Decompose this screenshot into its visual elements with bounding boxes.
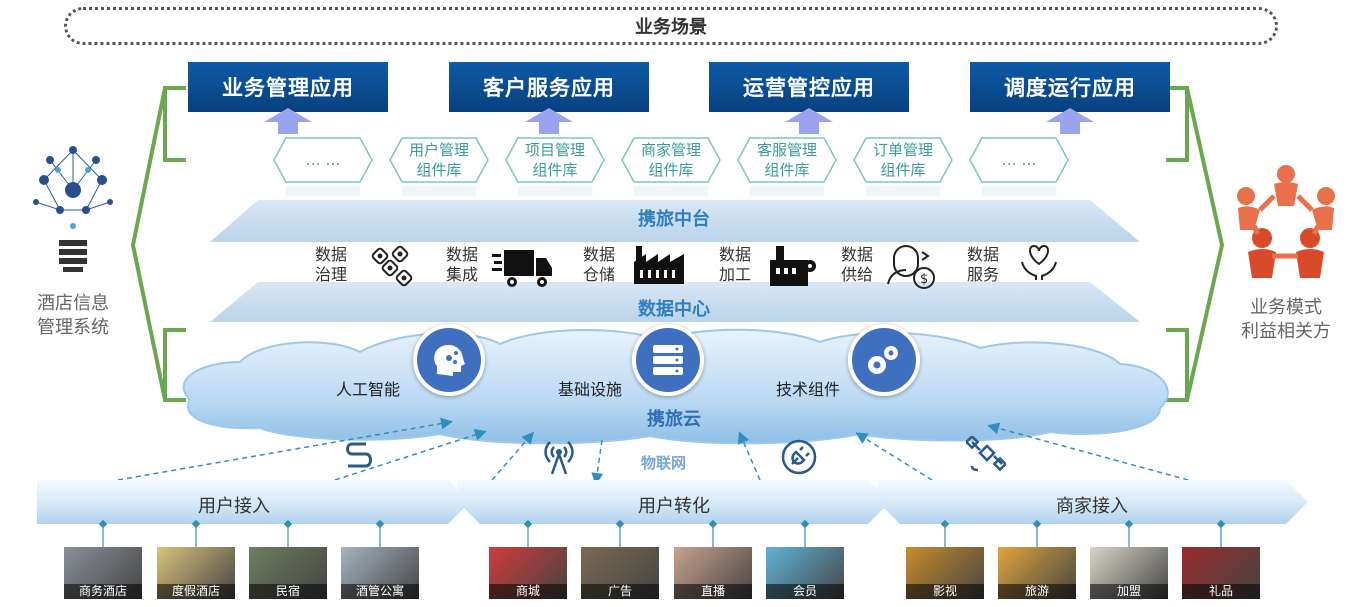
cloud-infrastructure-label: 基础设施: [558, 380, 623, 399]
platform-layers: [210, 200, 1140, 322]
server-icon: [632, 324, 704, 396]
app-business-management: 业务管理应用: [188, 62, 388, 112]
app-customer-service: 客户服务应用: [449, 62, 649, 112]
photo-homestay: 民宿: [249, 547, 327, 599]
app-dispatch-operation: 调度运行应用: [970, 62, 1170, 112]
data-integration-label: 数据集成: [445, 245, 478, 284]
middle-platform-label: 携旅中台: [638, 209, 710, 230]
user-access-label: 用户接入: [198, 496, 270, 517]
lightbulb-network-icon: [33, 146, 113, 272]
component-order-management: 订单管理组件库: [872, 141, 933, 179]
gears-icon: [848, 324, 920, 396]
photo-live-streaming: 直播: [674, 547, 752, 599]
photo-business-hotel: 商务酒店: [64, 547, 142, 599]
user-conversion-label: 用户转化: [638, 496, 710, 517]
ai-head-icon: [413, 324, 485, 396]
stakeholders-circle-icon: [1237, 165, 1335, 278]
antenna-icon: [544, 441, 574, 475]
warehouse-icon: [634, 246, 684, 284]
satellite-icon: [966, 436, 1006, 472]
component-project-management: 项目管理组件库: [524, 141, 585, 179]
merchant-access-label: 商家接入: [1056, 496, 1128, 517]
photo-membership: 会员: [766, 547, 844, 599]
data-governance-label: 数据治理: [314, 245, 347, 284]
data-supply-label: 数据供给: [840, 245, 873, 284]
app-operation-control: 运营管控应用: [709, 62, 909, 112]
business-scenario-banner: 业务场景: [64, 7, 1278, 45]
data-service-label: 数据服务: [966, 245, 999, 284]
hotel-info-system-label: 酒店信息管理系统: [37, 293, 109, 338]
plug-icon: [781, 439, 817, 475]
component-customer-service-management: 客服管理组件库: [756, 141, 817, 179]
photo-mall: 商城: [489, 547, 567, 599]
truck-icon: [492, 250, 552, 287]
cloud-ai-label: 人工智能: [336, 380, 401, 399]
component-hexagons: [273, 137, 1069, 196]
supply-person-icon: $: [887, 245, 935, 289]
photo-gifts: 礼品: [1182, 547, 1260, 599]
photo-managed-apartment: 酒管公寓: [341, 547, 419, 599]
component-placeholder-left: … …: [305, 151, 341, 169]
photo-film: 影视: [906, 547, 984, 599]
cloud-tech-components-label: 技术组件: [776, 380, 841, 399]
cloud-name-label: 携旅云: [647, 409, 701, 430]
data-governance-icon: [371, 245, 413, 287]
svg-text:$: $: [920, 272, 928, 287]
data-warehouse-label: 数据仓储: [582, 245, 615, 284]
business-stakeholders-label: 业务模式利益相关方: [1241, 297, 1331, 342]
photo-travel: 旅游: [998, 547, 1076, 599]
route-icon: [346, 442, 372, 468]
data-processing-label: 数据加工: [718, 245, 751, 284]
component-user-management: 用户管理组件库: [408, 141, 469, 179]
component-merchant-management: 商家管理组件库: [640, 141, 701, 179]
photo-franchise: 加盟: [1090, 547, 1168, 599]
factory-icon: [770, 246, 816, 286]
photo-resort-hotel: 度假酒店: [157, 547, 235, 599]
iot-label: 物联网: [641, 454, 687, 472]
app-up-arrows: [264, 108, 1094, 134]
photo-advertising: 广告: [581, 547, 659, 599]
component-placeholder-right: … …: [1001, 151, 1037, 169]
data-center-label: 数据中心: [638, 299, 710, 320]
heart-hand-icon: [1021, 244, 1057, 280]
